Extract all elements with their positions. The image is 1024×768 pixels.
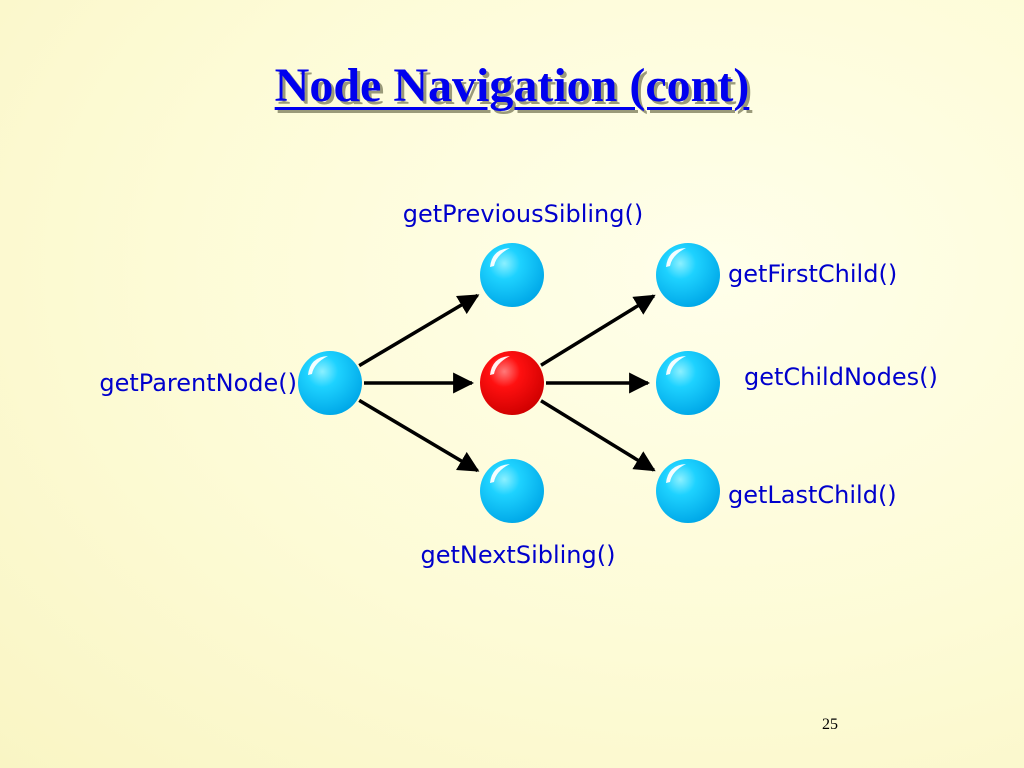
node-sphere-icon-previous-sibling — [480, 243, 544, 307]
label-get-last-child: getLastChild() — [728, 481, 897, 509]
label-get-first-child: getFirstChild() — [728, 260, 897, 288]
page-number: 25 — [822, 716, 838, 733]
node-sphere-icon-last-child — [656, 459, 720, 523]
arrow-parent-to-previous-sibling — [358, 293, 480, 368]
node-sphere-icon-parent — [298, 351, 362, 415]
label-get-parent-node: getParentNode() — [99, 369, 297, 397]
nodes-layer — [298, 243, 720, 523]
current-node-sphere-icon — [480, 351, 544, 415]
arrow-current-to-last-child — [540, 399, 656, 472]
label-get-child-nodes: getChildNodes() — [744, 363, 938, 391]
arrow-parent-to-next-sibling — [358, 398, 480, 473]
node-sphere-icon-first-child — [656, 243, 720, 307]
slide-title: Node Navigation (cont) — [274, 59, 750, 112]
label-get-next-sibling: getNextSibling() — [421, 541, 616, 569]
node-sphere-icon-next-sibling — [480, 459, 544, 523]
label-get-previous-sibling: getPreviousSibling() — [403, 200, 643, 228]
arrow-current-to-first-child — [540, 294, 656, 367]
edges-layer — [358, 293, 656, 473]
node-sphere-icon-child-nodes — [656, 351, 720, 415]
